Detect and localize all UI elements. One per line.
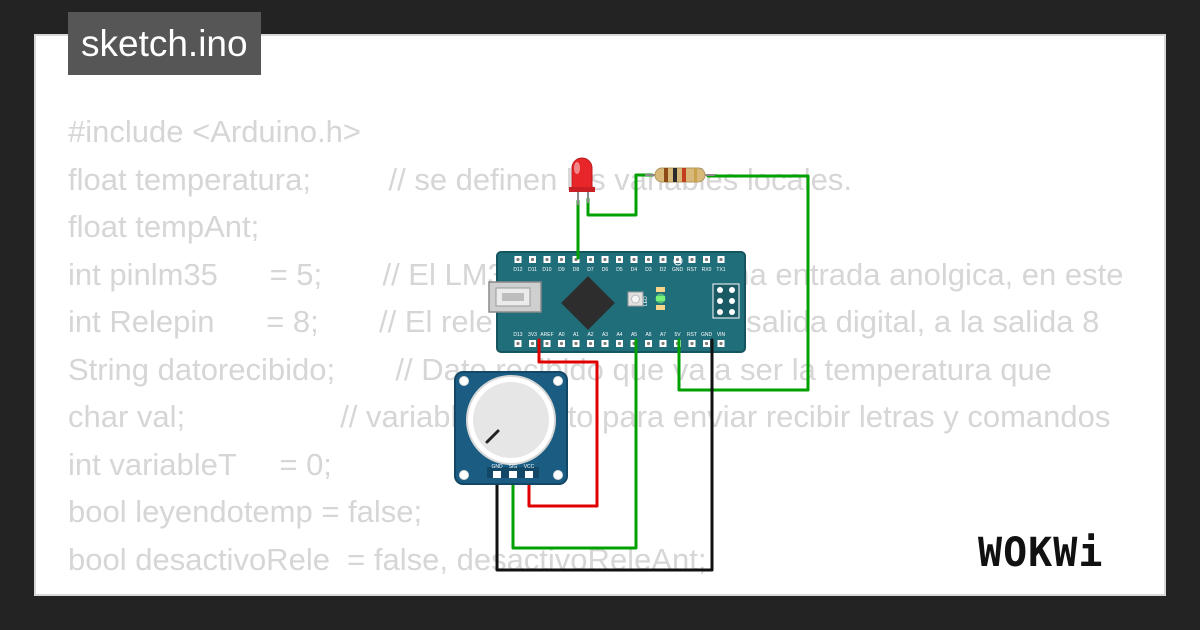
icsp-pin: [729, 298, 735, 304]
code-line: float tempAnt;: [68, 209, 260, 244]
file-title-badge[interactable]: sketch.ino: [68, 12, 261, 75]
code-line: float temperatura; // se definen las var…: [68, 161, 853, 197]
pin-label: RST: [687, 332, 697, 338]
pin-label: 3V3: [528, 332, 537, 338]
pin-label: A4: [616, 332, 622, 338]
pin-label: 5V: [674, 332, 681, 338]
pin-label: A5: [631, 332, 637, 338]
knob-indicator: [485, 429, 500, 444]
onboard-leds: [655, 287, 666, 310]
code-line: bool leyendotemp = false;: [68, 494, 423, 529]
pin-label: D2: [660, 267, 667, 273]
preview-card: #include <Arduino.h> float temperatura; /…: [34, 34, 1166, 596]
pin-label: GND: [672, 267, 684, 273]
icsp-pin: [717, 309, 723, 315]
reset-button: [627, 291, 644, 307]
pin-label: A6: [645, 332, 651, 338]
pin-label: D4: [631, 267, 638, 273]
pot-pin: [525, 471, 533, 478]
pot-pin: [509, 471, 517, 478]
pot-pin-label: GND: [491, 464, 503, 470]
code-line: String datorecibido; // Dato recibido qu…: [68, 351, 1052, 387]
pin-label: A3: [602, 332, 608, 338]
pin-label: TX1: [716, 267, 725, 273]
icsp-pin: [729, 287, 735, 293]
pot-pin: [493, 471, 501, 478]
pin-label: RX0: [702, 267, 712, 273]
pin-label: D11: [528, 267, 537, 273]
code-line: #include <Arduino.h>: [68, 114, 362, 149]
wire-pot-sig-to-a5: [511, 338, 638, 550]
wire-pot-gnd-to-gnd: [495, 338, 714, 572]
pin-label: D6: [602, 267, 609, 273]
pin-label: D10: [542, 267, 551, 273]
resistor[interactable]: [645, 167, 715, 183]
pin-label: D8: [573, 267, 580, 273]
wire-pot-vcc-to-3v3: [527, 338, 599, 508]
pin-label: D5: [616, 267, 623, 273]
icsp-pin: [729, 309, 735, 315]
potentiometer[interactable]: GND SIG VCC: [454, 371, 568, 485]
wokwi-logo[interactable]: WOKWi: [976, 522, 1148, 574]
icsp-pin: [717, 287, 723, 293]
pin-label: AREF: [540, 332, 553, 338]
pin-label: D7: [587, 267, 594, 273]
pin-label: RST: [687, 267, 697, 273]
pin-label: A2: [587, 332, 593, 338]
pot-pin-label: SIG: [509, 464, 518, 470]
code-line: bool activoLM35 = false, activoLM35Ant;: [68, 583, 1132, 594]
usb-connector: [488, 281, 542, 313]
pin-label: A7: [660, 332, 666, 338]
pot-pins: GND SIG VCC: [487, 464, 539, 478]
wires: [495, 173, 810, 572]
pot-pin-label: VCC: [524, 464, 535, 470]
pin-label: D9: [558, 267, 565, 273]
wire-resistor-to-5v: [677, 174, 810, 392]
pin-label: A0: [558, 332, 564, 338]
wire-led-to-resistor: [586, 173, 654, 217]
header-pins-bottom: [514, 340, 725, 347]
red-led[interactable]: [569, 157, 595, 205]
pin-label: D12: [513, 267, 522, 273]
code-line: int variableT = 0;: [68, 446, 332, 482]
icsp-pin: [717, 298, 723, 304]
icsp-header: [712, 283, 740, 319]
pin-label: D13: [513, 332, 522, 338]
code-preview: #include <Arduino.h> float temperatura; /…: [68, 108, 1132, 594]
pin-label: GND: [701, 332, 713, 338]
wokwi-logo-text: WOKWi: [978, 530, 1103, 574]
pin-label: D3: [645, 267, 652, 273]
pin-label: A1: [573, 332, 579, 338]
led-label: LED: [643, 296, 649, 306]
header-pins-top: [514, 256, 725, 263]
pin-label: VIN: [717, 332, 726, 338]
